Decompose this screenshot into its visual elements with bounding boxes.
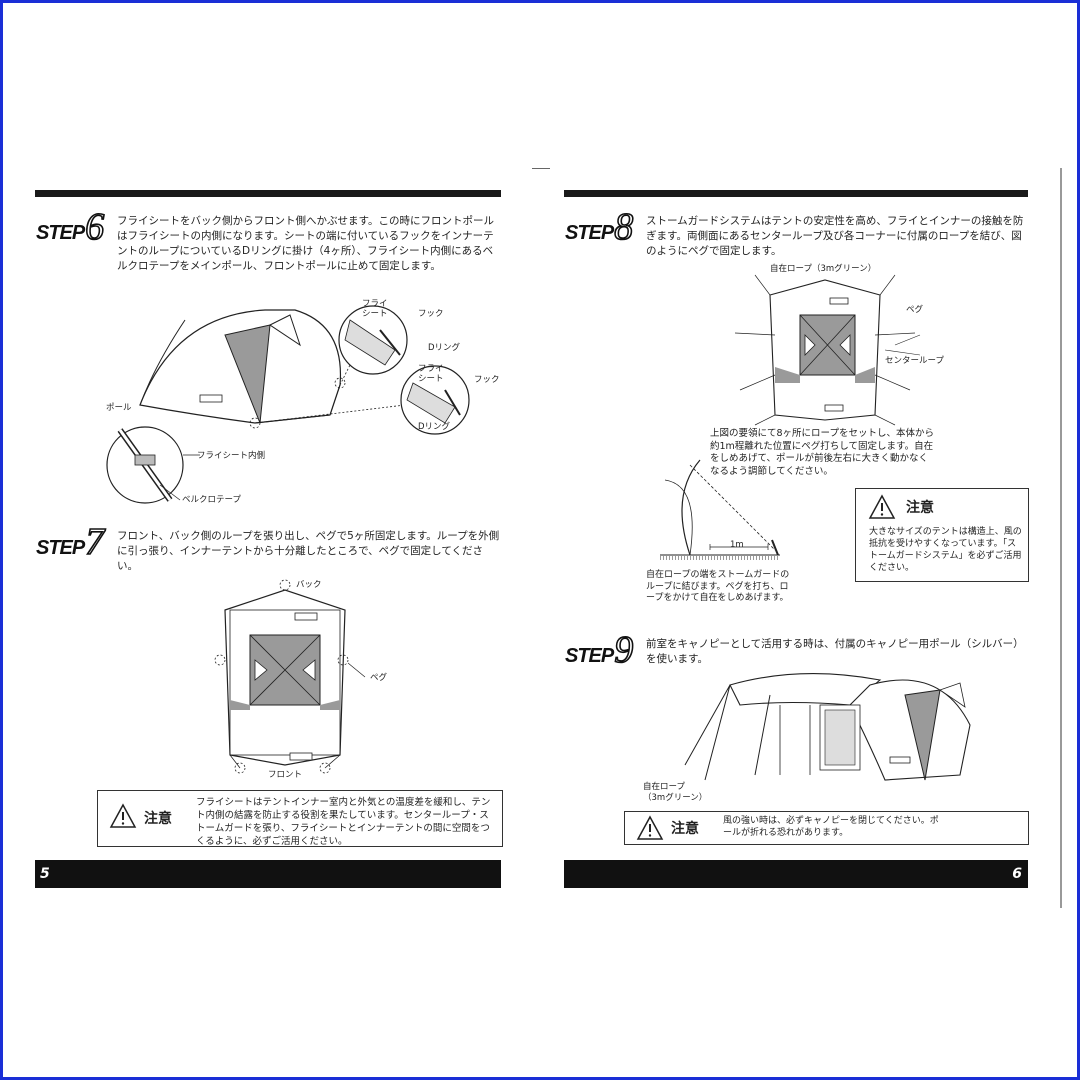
step8-top-view	[734, 274, 921, 426]
label-one-meter: 1m	[730, 540, 744, 550]
label-pole: ポール	[106, 403, 132, 413]
step6-illustration	[106, 305, 470, 504]
step9-heading: STEP9	[565, 628, 634, 672]
right-page: STEP8 ストームガードシステムはテントの安定性を高め、フライとインナーの接触…	[532, 0, 1080, 1080]
step-label: STEP	[565, 645, 614, 667]
step8-heading: STEP8	[565, 205, 634, 249]
caution-text: 大きなサイズのテントは構造上、風の抵抗を受けやすくなっています。「ストームガード…	[869, 527, 1022, 573]
caution-box-storm: 注意 大きなサイズのテントは構造上、風の抵抗を受けやすくなっています。「ストーム…	[855, 488, 1029, 582]
caution-text: フライシートはテントインナー室内と外気との温度差を緩和し、テント内側の結露を防止…	[196, 797, 491, 847]
label-rope-9: 自在ロープ （3mグリーン）	[643, 782, 708, 803]
warning-icon	[109, 803, 137, 828]
label-peg: ペグ	[370, 673, 388, 683]
left-page: STEP6 フライシートをバック側からフロント側へかぶせます。この時にフロントポ…	[0, 0, 530, 1080]
step6-heading: STEP6	[36, 205, 105, 249]
step6-text: フライシートをバック側からフロント側へかぶせます。この時にフロントポールはフライ…	[117, 215, 494, 272]
label-fly-sheet-1: フライ シート	[362, 299, 388, 319]
page-number: 6	[1012, 866, 1022, 882]
label-d-ring-2: Dリング	[418, 422, 451, 432]
step-number: 8	[613, 205, 634, 249]
label-fly-inner: フライシート内側	[197, 451, 266, 461]
step7-text: フロント、バック側のループを張り出し、ペグで5ヶ所固定します。ループを外側に引っ…	[117, 530, 500, 572]
step7-illustration	[214, 579, 366, 774]
label-fly-sheet-2: フライ シート	[418, 364, 444, 384]
step-label: STEP	[36, 222, 85, 244]
step-number: 6	[84, 205, 105, 249]
top-rule	[564, 190, 1028, 197]
caution-heading: 注意	[144, 811, 172, 827]
label-hook-2: フック	[474, 375, 500, 385]
warning-icon	[868, 494, 896, 519]
step9-illustration	[684, 673, 971, 781]
label-front: フロント	[268, 770, 303, 780]
caution-text: 風の強い時は、必ずキャノピーを閉じてください。ポールが折れる恐れがあります。	[723, 816, 939, 838]
label-velcro: ベルクロテープ	[182, 495, 241, 505]
caution-box-wind: 注意 風の強い時は、必ずキャノピーを閉じてください。ポールが折れる恐れがあります…	[624, 811, 1029, 845]
step-number: 9	[613, 628, 634, 672]
caution-heading: 注意	[671, 821, 699, 837]
corner-mark	[532, 168, 550, 169]
label-d-ring-1: Dリング	[428, 343, 461, 353]
step-number: 7	[84, 520, 105, 564]
footer-bar: 6	[564, 860, 1028, 888]
label-back: バック	[296, 580, 322, 590]
warning-icon	[636, 815, 664, 840]
step8-instruction: 上図の要領にて8ヶ所にロープをセットし、本体から約1m程離れた位置にペグ打ちして…	[710, 428, 934, 477]
step8-side-view	[660, 459, 780, 560]
label-hook-1: フック	[418, 309, 444, 319]
page-number: 5	[40, 866, 50, 882]
step7-heading: STEP7	[36, 520, 105, 564]
page-edge	[1060, 168, 1062, 908]
caution-heading: 注意	[906, 500, 934, 516]
top-rule	[35, 190, 501, 197]
label-center-loop: センターループ	[885, 356, 944, 366]
step8-rope-note: 自在ロープの端をストームガードのループに結びます。ペグを打ち、ロープをかけて自在…	[646, 570, 790, 603]
footer-bar: 5	[35, 860, 501, 888]
step-label: STEP	[36, 537, 85, 559]
step8-text: ストームガードシステムはテントの安定性を高め、フライとインナーの接触を防ぎます。…	[646, 215, 1024, 257]
caution-box: 注意 フライシートはテントインナー室内と外気との温度差を緩和し、テント内側の結露…	[97, 790, 503, 847]
step9-text: 前室をキャノピーとして活用する時は、付属のキャノピー用ポール（シルバー）を使いま…	[646, 638, 1024, 665]
step-label: STEP	[565, 222, 614, 244]
label-rope-top: 自在ロープ（3mグリーン）	[770, 264, 877, 274]
label-peg-8: ペグ	[906, 305, 924, 315]
